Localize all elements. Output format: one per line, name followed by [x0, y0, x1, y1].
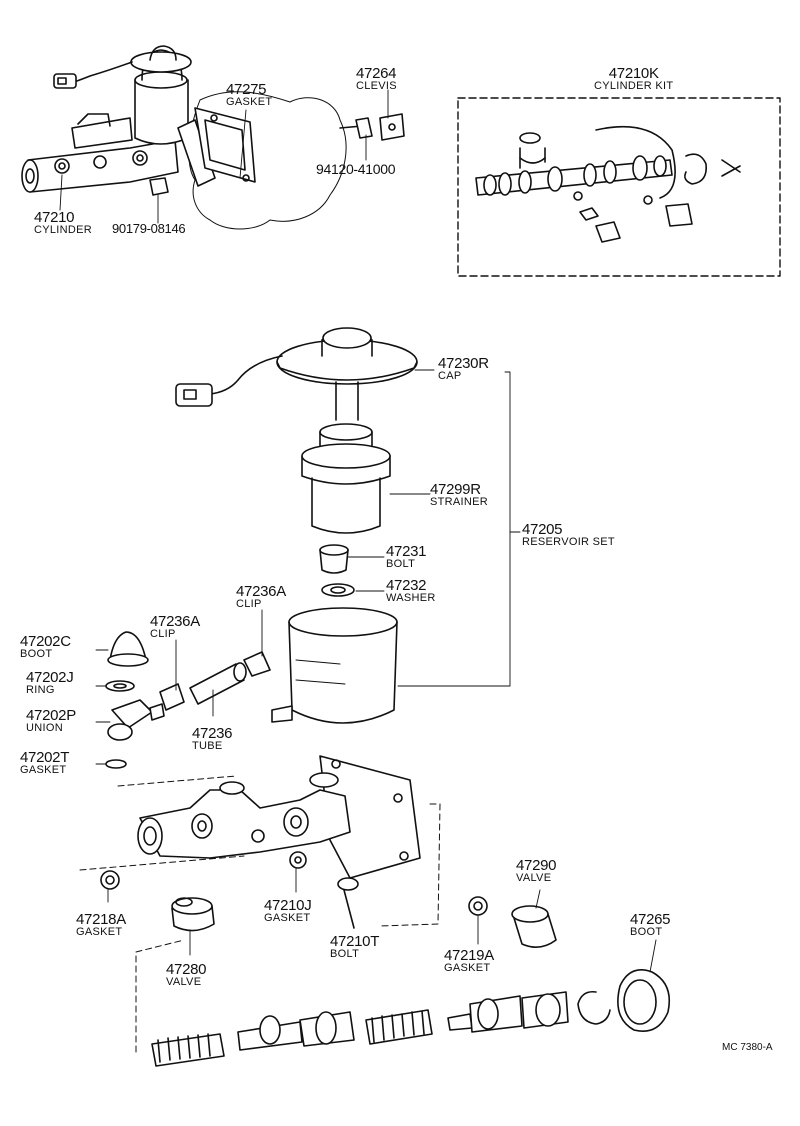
part-label-47205: 47205 RESERVOIR SET — [522, 521, 615, 548]
part-label-47290: 47290 VALVE — [516, 857, 557, 884]
part-label-47210J: 47210J GASKET — [264, 897, 312, 924]
part-label-47202P: 47202P UNION — [26, 707, 76, 734]
cylinder-kit-drawing — [457, 97, 781, 277]
part-label-90179-08146: 90179-08146 — [112, 221, 186, 236]
part-label-47236A-right: 47236A CLIP — [236, 583, 286, 610]
part-label-47202C: 47202C BOOT — [20, 633, 71, 660]
part-label-47218A: 47218A GASKET — [76, 911, 126, 938]
part-label-47202J: 47202J RING — [26, 669, 74, 696]
part-label-47219A: 47219A GASKET — [444, 947, 494, 974]
part-label-47236: 47236 TUBE — [192, 725, 233, 752]
part-label-47280: 47280 VALVE — [166, 961, 207, 988]
part-label-47210: 47210 CYLINDER — [34, 209, 93, 236]
part-label-47236A-left: 47236A CLIP — [150, 613, 200, 640]
part-label-47210K: 47210K CYLINDER KIT — [594, 65, 674, 92]
part-label-47230R: 47230R CAP — [438, 355, 489, 382]
cylinder-assembly-drawing — [21, 45, 405, 230]
diagram-code: MC 7380-A — [722, 1042, 773, 1053]
lower-parts-drawing — [100, 851, 671, 1067]
master-cylinder-body-drawing — [79, 755, 441, 927]
part-label-47232: 47232 WASHER — [386, 577, 436, 604]
part-label-47265: 47265 BOOT — [630, 911, 671, 938]
part-label-47231: 47231 BOLT — [386, 543, 427, 570]
part-label-47299R: 47299R STRAINER — [430, 481, 489, 508]
part-label-47210T: 47210T BOLT — [330, 933, 380, 960]
part-label-47264: 47264 CLEVIS — [356, 65, 397, 92]
part-label-47202T: 47202T GASKET — [20, 749, 70, 776]
part-label-47275: 47275 GASKET — [226, 81, 273, 108]
reservoir-set-drawing — [175, 327, 418, 724]
union-and-clips-drawing — [105, 631, 271, 769]
part-label-94120-41000: 94120-41000 — [316, 161, 396, 177]
